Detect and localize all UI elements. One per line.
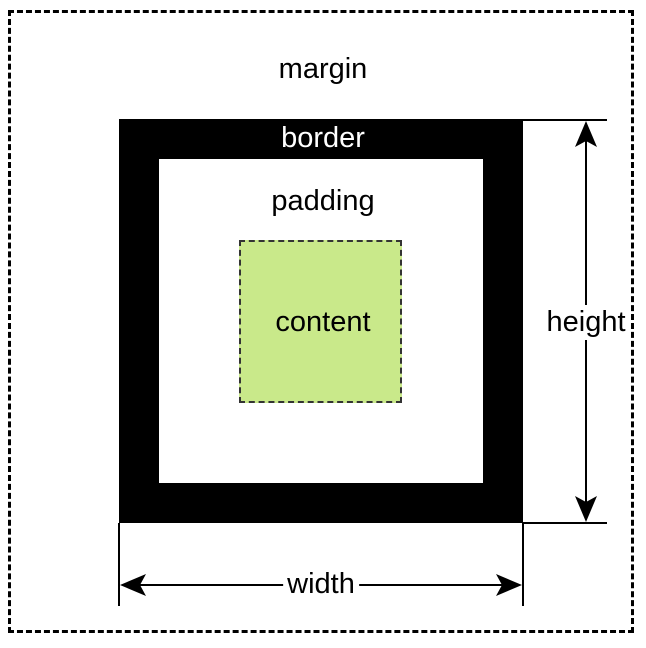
content-label: content	[275, 306, 371, 338]
padding-label: padding	[271, 185, 375, 217]
height-label: height	[545, 305, 627, 340]
border-label: border	[281, 122, 365, 154]
margin-box	[8, 10, 634, 633]
content-box	[239, 240, 402, 403]
width-label: width	[283, 567, 359, 602]
margin-label: margin	[278, 53, 368, 85]
